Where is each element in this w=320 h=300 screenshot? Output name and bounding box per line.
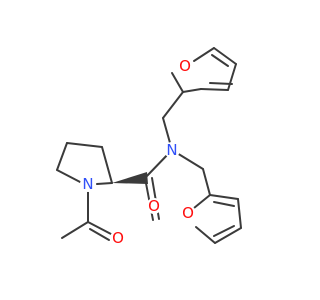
- bond: [214, 227, 242, 244]
- bond: [66, 142, 103, 148]
- furan-ring-upper: [171, 47, 237, 93]
- atom-label-n-ring: N: [80, 175, 96, 193]
- stereo-wedge-bond: [112, 172, 148, 184]
- atom-label-n-amide: N: [164, 141, 180, 159]
- bond: [193, 47, 215, 62]
- bond: [162, 91, 184, 119]
- svg-text:N: N: [82, 175, 93, 193]
- atom-label-o-furan-lower: O: [180, 204, 196, 222]
- bond: [182, 88, 202, 93]
- bond: [237, 198, 242, 229]
- bond: [96, 182, 113, 185]
- svg-text:O: O: [179, 57, 191, 75]
- bond: [227, 63, 237, 91]
- bond: [213, 225, 235, 237]
- bond: [101, 146, 113, 184]
- bond: [56, 169, 83, 184]
- pyrrolidine-ring: [56, 142, 113, 185]
- bond: [202, 168, 211, 196]
- furan-ring-lower: [193, 168, 242, 244]
- atom-label-o-carbonyl: O: [146, 197, 162, 215]
- bond: [56, 142, 68, 171]
- bond: [213, 201, 235, 207]
- svg-text:O: O: [112, 229, 124, 247]
- svg-text:O: O: [182, 204, 194, 222]
- bond: [213, 47, 237, 65]
- bond: [200, 88, 229, 91]
- bond: [209, 82, 233, 85]
- atom-label-o-acetyl: O: [110, 229, 126, 247]
- bond: [195, 226, 216, 244]
- bond: [171, 72, 184, 93]
- bond: [193, 194, 211, 209]
- bond: [89, 228, 110, 241]
- bond: [87, 221, 112, 235]
- svg-text:N: N: [166, 141, 177, 159]
- molecule-structure: O N N O O O: [56, 47, 242, 247]
- atom-label-o-furan-upper: O: [177, 57, 193, 75]
- bond: [209, 194, 239, 200]
- bond: [211, 54, 229, 67]
- bond: [61, 221, 89, 239]
- svg-text:O: O: [148, 197, 160, 215]
